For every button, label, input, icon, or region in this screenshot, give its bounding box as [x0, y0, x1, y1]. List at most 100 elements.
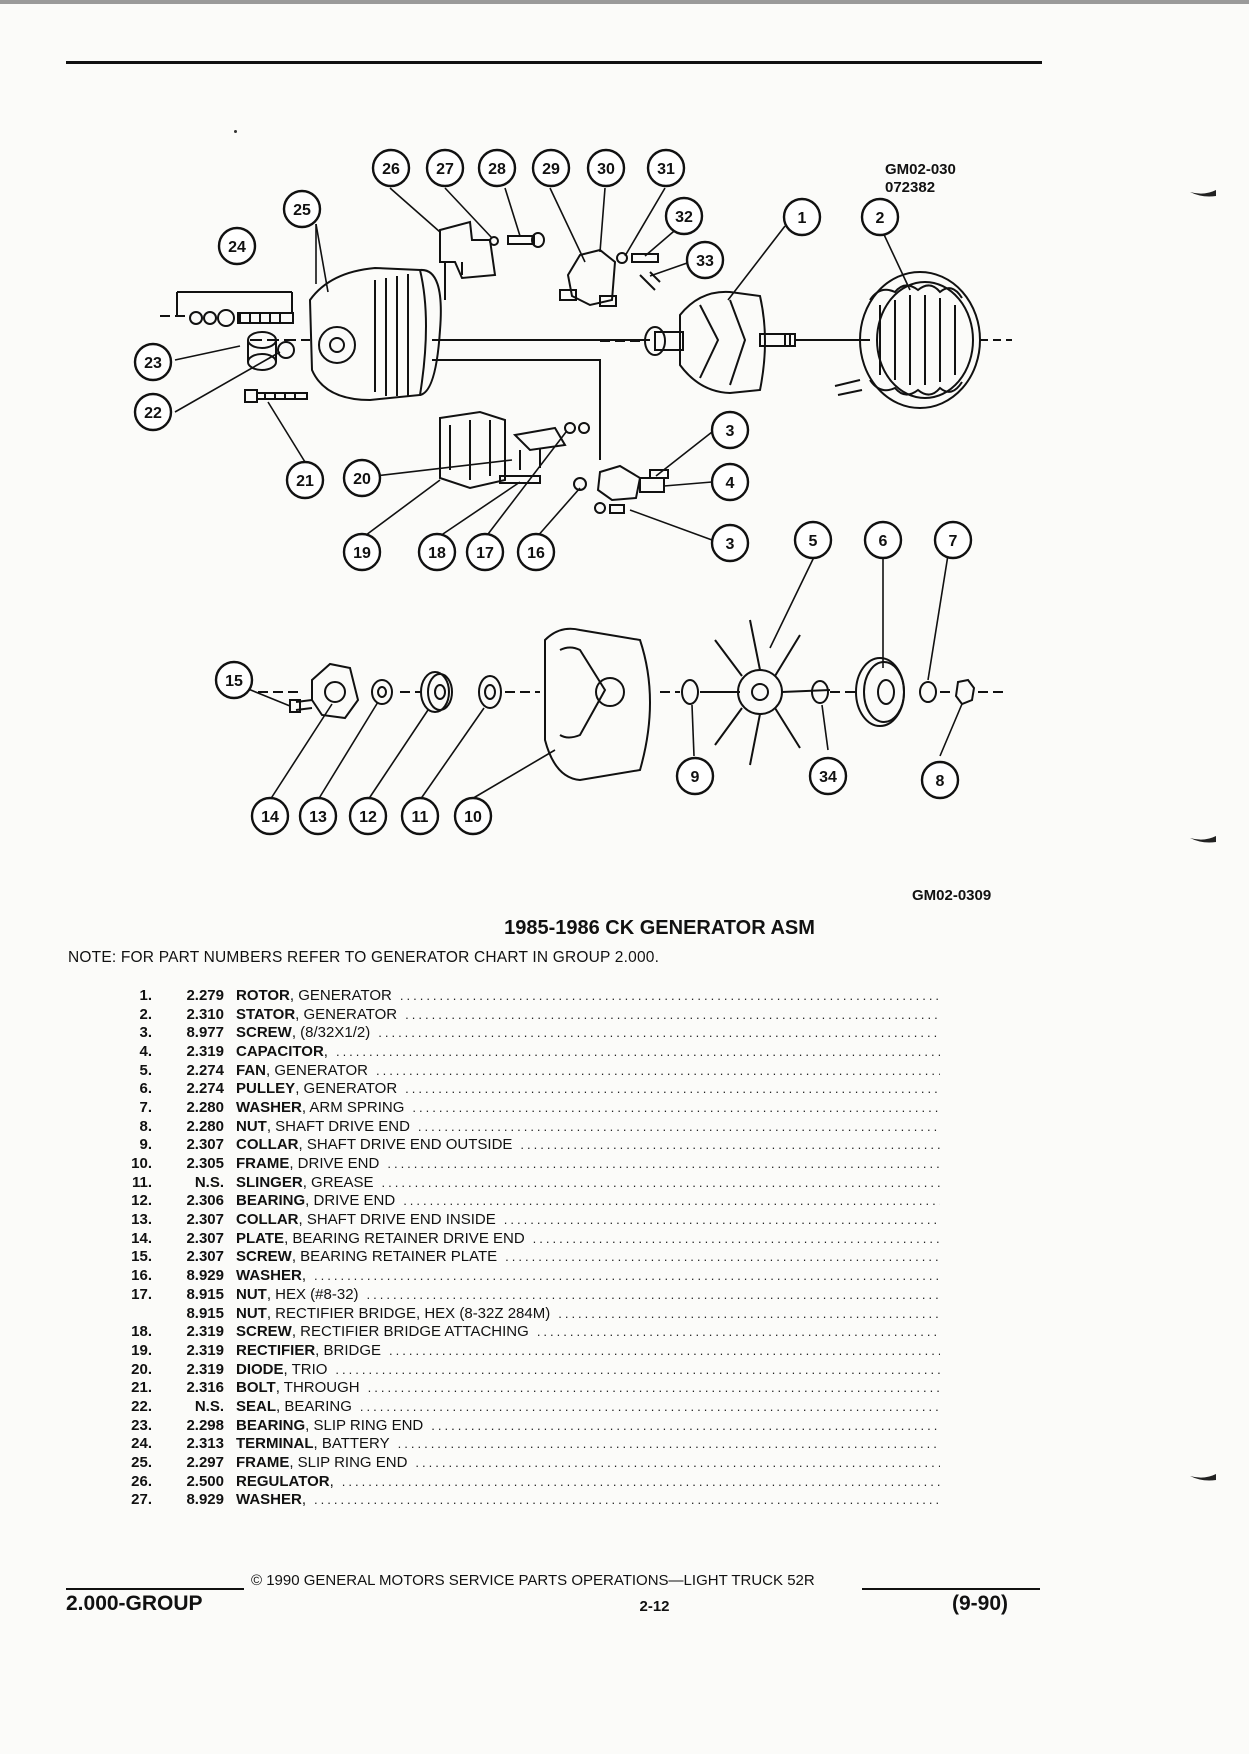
part-number: 13.	[131, 1211, 152, 1229]
part-description: ,	[301, 1267, 307, 1285]
dot-leader: ........................................…	[367, 1380, 940, 1396]
dot-leader: ........................................…	[558, 1305, 940, 1321]
part-name: FRAME	[236, 1155, 290, 1173]
dot-leader: ........................................…	[389, 1342, 940, 1358]
part-number: 8.	[139, 1117, 152, 1135]
part-name: WASHER	[236, 1491, 302, 1509]
svg-text:2: 2	[876, 210, 885, 227]
part-name: SCREW	[236, 1323, 292, 1341]
part-code: 2.319	[186, 1042, 224, 1060]
part-code: 2.279	[186, 986, 224, 1004]
part-description: , DRIVE END	[305, 1192, 396, 1210]
part-code: 2.319	[186, 1360, 224, 1378]
svg-text:33: 33	[696, 253, 714, 270]
part-number: 24.	[131, 1435, 152, 1453]
part-number: 25.	[131, 1454, 152, 1472]
svg-text:16: 16	[527, 545, 545, 562]
margin-mark	[1190, 190, 1216, 197]
part-number: 4.	[139, 1042, 152, 1060]
svg-text:30: 30	[597, 161, 615, 178]
svg-text:1: 1	[798, 210, 807, 227]
part-name: SCREW	[236, 1024, 292, 1042]
part-description: , SHAFT DRIVE END	[266, 1117, 410, 1135]
part-name: BEARING	[236, 1416, 306, 1434]
dot-leader: ........................................…	[412, 1099, 940, 1115]
header-rule	[66, 61, 1042, 64]
part-number: 18.	[131, 1323, 152, 1341]
part-number: 3.	[139, 1024, 152, 1042]
capacitor	[573, 464, 669, 514]
part-name: REGULATOR	[236, 1472, 330, 1490]
svg-text:9: 9	[691, 769, 700, 786]
svg-text:24: 24	[228, 239, 246, 256]
stator	[795, 271, 1012, 409]
footer-rule-right	[862, 1588, 1040, 1590]
dot-leader: ........................................…	[536, 1324, 940, 1340]
part-description: , RECTIFIER BRIDGE, HEX (8-32Z 284M)	[266, 1304, 551, 1322]
svg-text:11: 11	[412, 809, 429, 826]
part-code: 2.500	[186, 1472, 224, 1490]
part-number: 11.	[131, 1173, 152, 1191]
regulator-bracket	[439, 220, 497, 300]
part-code: 2.307	[186, 1229, 224, 1247]
svg-text:10: 10	[464, 809, 482, 826]
part-description: , GENERATOR	[289, 986, 392, 1004]
part-code: 2.298	[186, 1416, 224, 1434]
dot-leader: ........................................…	[381, 1174, 940, 1190]
part-code: 2.280	[186, 1098, 224, 1116]
part-name: PULLEY	[236, 1080, 296, 1098]
svg-text:31: 31	[657, 161, 675, 178]
part-description: , BEARING RETAINER PLATE	[291, 1248, 498, 1266]
part-number: 26.	[131, 1472, 152, 1490]
svg-text:8: 8	[936, 773, 945, 790]
slip-ring-end-frame	[308, 266, 442, 402]
part-description: , GENERATOR	[266, 1061, 368, 1079]
brush-holder	[559, 248, 661, 307]
dot-leader: ........................................…	[387, 1156, 940, 1172]
figure-code-top: GM02-030	[885, 161, 956, 178]
dot-leader: ........................................…	[431, 1417, 940, 1433]
footer-rule-left	[66, 1588, 244, 1590]
svg-text:6: 6	[879, 533, 888, 550]
part-name: PLATE	[236, 1229, 285, 1247]
dot-leader: ........................................…	[314, 1492, 940, 1508]
svg-text:27: 27	[436, 161, 454, 178]
part-name: COLLAR	[236, 1136, 299, 1154]
svg-text:3: 3	[726, 423, 735, 440]
part-description: , SHAFT DRIVE END INSIDE	[298, 1211, 496, 1229]
part-number: 21.	[131, 1379, 152, 1397]
part-number: 6.	[139, 1080, 152, 1098]
part-description: , THROUGH	[275, 1379, 360, 1397]
part-name: SLINGER	[236, 1173, 303, 1191]
rotor	[600, 290, 796, 395]
part-number: 14.	[131, 1229, 152, 1247]
part-description: , TRIO	[283, 1360, 328, 1378]
part-description: ,	[301, 1491, 307, 1509]
battery-terminal	[160, 291, 294, 327]
margin-mark	[1190, 1474, 1216, 1481]
part-name: BEARING	[236, 1192, 306, 1210]
part-code: 2.319	[186, 1341, 224, 1359]
margin-mark	[1190, 836, 1216, 843]
part-code: 2.310	[186, 1005, 224, 1023]
page-top-border	[0, 0, 1249, 4]
part-name: NUT	[236, 1285, 267, 1303]
part-description: , SLIP RING END	[305, 1416, 424, 1434]
slip-ring-bearing	[247, 331, 295, 371]
dot-leader: ........................................…	[366, 1286, 940, 1302]
svg-text:4: 4	[726, 475, 735, 492]
part-number: 16.	[131, 1267, 152, 1285]
dot-leader: ........................................…	[505, 1249, 940, 1265]
dot-leader: ........................................…	[520, 1137, 940, 1153]
